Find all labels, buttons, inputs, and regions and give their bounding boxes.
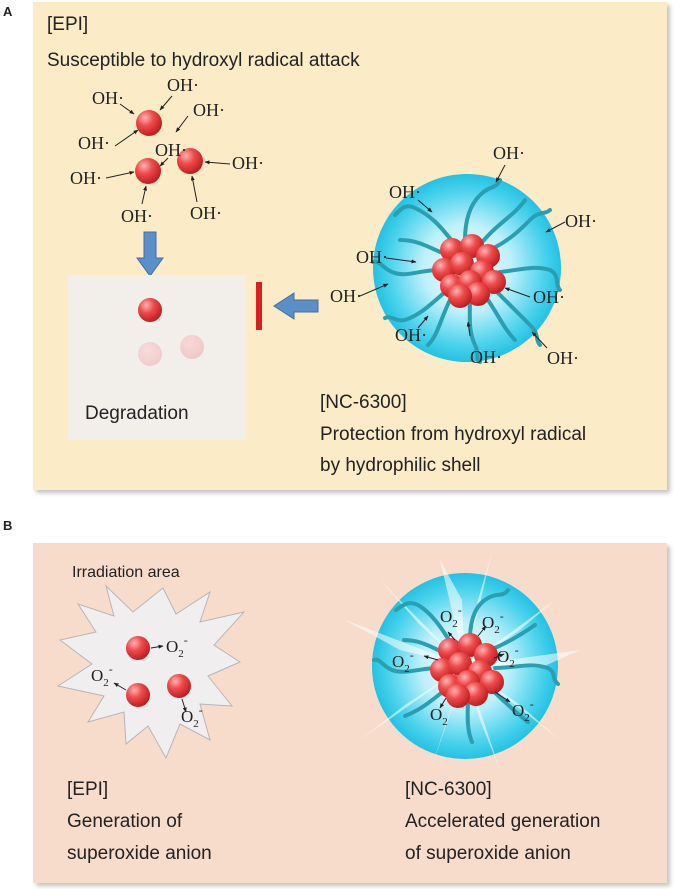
superoxide-anion: O2- — [482, 609, 504, 636]
epi-attack-arrows — [105, 95, 231, 205]
epi-molecule-cluster — [135, 110, 203, 184]
panel-b-nc-caption-2: of superoxide anion — [405, 843, 571, 864]
epi-molecule — [126, 636, 150, 660]
degraded-molecule — [180, 335, 204, 359]
superoxide-anion: O2- — [392, 648, 414, 675]
oh-radical: OH· — [533, 287, 565, 307]
superoxide-anion: O2- — [181, 703, 203, 730]
nc6300-radical-group: OH· OH· OH· OH· OH· OH· OH· OH· OH· — [330, 143, 597, 368]
oh-radical: OH· — [70, 168, 102, 188]
epi-molecule — [138, 298, 162, 322]
panel-a-nc-caption-1: Protection from hydroxyl radical — [320, 424, 586, 445]
drug-core — [432, 234, 506, 308]
polymer-chains — [371, 178, 562, 364]
panel-a-nc-caption-2: by hydrophilic shell — [320, 455, 481, 476]
oh-radical: OH· — [470, 347, 502, 367]
superoxide-anion: O2 — [430, 705, 448, 728]
oh-radical: OH· — [389, 182, 421, 202]
panel-a-epi-label: [EPI] — [47, 14, 88, 35]
nc6300-micelle-b: O2- O2- O2- O2- O2 O2- — [345, 552, 580, 772]
irradiation-label: Irradiation area — [72, 564, 180, 581]
epi-molecule — [167, 674, 191, 698]
drug-core — [430, 633, 504, 708]
degradation-label: Degradation — [85, 403, 189, 424]
panel-a-epi-caption: Susceptible to hydroxyl radical attack — [47, 50, 360, 71]
superoxide-arrows-nc — [423, 625, 511, 709]
oh-radical: OH· — [155, 140, 187, 160]
oh-radical: OH· — [167, 75, 199, 95]
oh-radical: OH· — [193, 100, 225, 120]
superoxide-anion: O2- — [166, 633, 188, 660]
oh-radical: OH· — [190, 203, 222, 223]
panel-b-epi-caption-2: superoxide anion — [67, 843, 212, 864]
oh-radical: OH· — [232, 153, 264, 173]
oh-radical: OH· — [356, 247, 388, 267]
oh-radical: OH· — [92, 88, 124, 108]
epi-radical-group: OH· OH· OH· OH· OH· OH· OH· OH· OH· — [70, 75, 264, 226]
oh-radical: OH· — [547, 348, 579, 368]
panel-a-nc-label: [NC-6300] — [320, 392, 407, 413]
superoxide-anion: O2- — [497, 643, 519, 670]
epi-molecule — [136, 110, 162, 136]
oh-radical: OH· — [565, 211, 597, 231]
epi-molecule — [135, 158, 161, 184]
panel-b-nc-label: [NC-6300] — [405, 779, 492, 800]
panel-a-letter: A — [3, 4, 13, 19]
panel-b-letter: B — [3, 518, 12, 533]
superoxide-anion: O2- — [512, 697, 534, 724]
superoxide-group-nc: O2- O2- O2- O2- O2 O2- — [392, 603, 534, 728]
irradiation-starburst — [56, 584, 246, 760]
superoxide-group-epi: O2- O2- O2- — [91, 633, 203, 730]
oh-radical: OH· — [395, 325, 427, 345]
panel-b-nc-caption-1: Accelerated generation — [405, 811, 600, 832]
panel-b-epi-caption-1: Generation of — [67, 811, 183, 832]
oh-radical: OH· — [78, 133, 110, 153]
nc6300-micelle-a — [371, 174, 562, 364]
superoxide-anion: O2- — [440, 603, 462, 630]
epi-molecule — [126, 683, 150, 707]
epi-molecule — [177, 148, 203, 174]
left-arrow-icon — [273, 292, 319, 320]
superoxide-anion: O2- — [91, 662, 113, 689]
superoxide-arrows-epi — [113, 644, 187, 713]
oh-radical: OH· — [330, 286, 362, 306]
nc6300-attack-arrows — [359, 164, 566, 349]
degraded-molecule — [138, 342, 162, 366]
panel-b-epi-label: [EPI] — [67, 779, 108, 800]
blocker-bar-icon — [256, 282, 262, 330]
oh-radical: OH· — [493, 143, 525, 163]
down-arrow-icon — [136, 231, 164, 277]
oh-radical: OH· — [121, 206, 153, 226]
